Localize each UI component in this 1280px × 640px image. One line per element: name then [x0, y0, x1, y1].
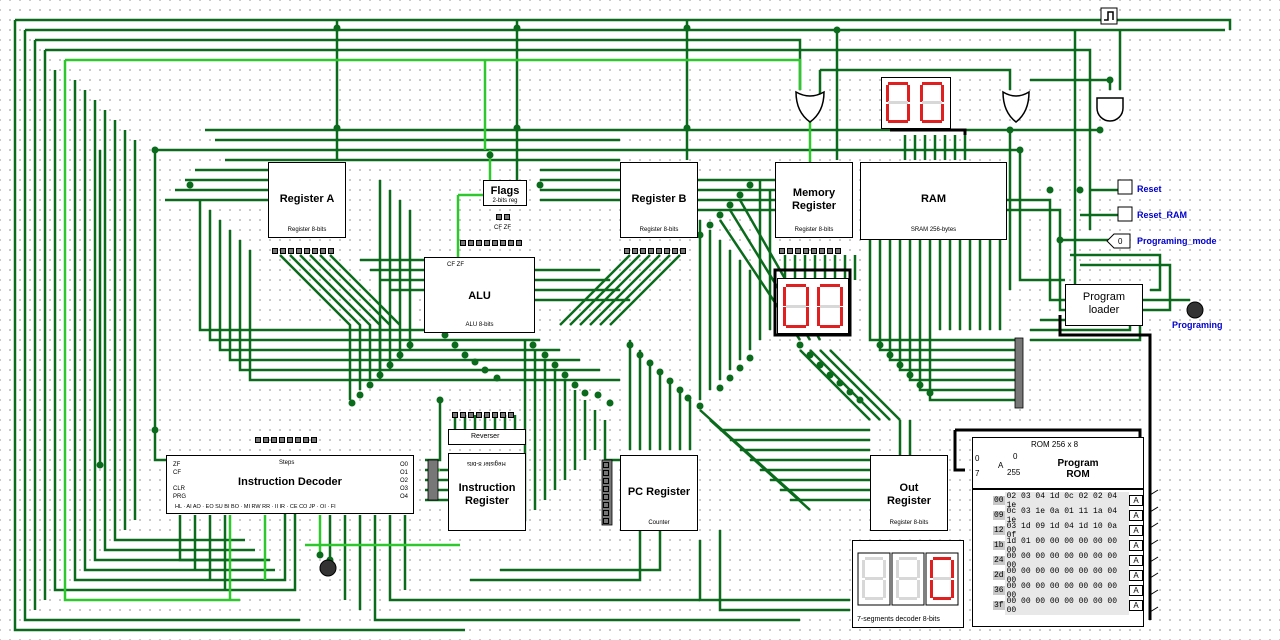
instruction-register-title-2: Register — [464, 495, 510, 507]
flags-subtitle: 2-bits reg — [492, 198, 518, 204]
decoder-control-signals: HL · AI AO · EO SU BI BO · MI RW RR · II… — [175, 504, 336, 510]
reverser-pins — [452, 412, 514, 418]
reset-label: Reset — [1137, 184, 1162, 194]
rom-addr-lo: 0 — [1013, 452, 1018, 461]
out-register-subtitle: Register 8-bits — [889, 520, 929, 526]
register-b-subtitle: Register 8-bits — [639, 227, 679, 233]
programing-mode-input-icon[interactable] — [1106, 233, 1131, 249]
top-display-digits — [886, 82, 944, 123]
programing-mode-value: 0 — [1118, 237, 1123, 246]
decoder-pin-o4: O4 — [399, 494, 408, 500]
memory-seven-segment-display — [777, 278, 849, 334]
top-seven-segment-display — [881, 77, 951, 129]
ram-subtitle: SRAM 256-bytes — [910, 227, 957, 233]
reset-ram-input-icon[interactable] — [1117, 206, 1133, 222]
memory-register-subtitle: Register 8-bits — [794, 227, 834, 233]
rom-pin-a: A — [998, 461, 1004, 470]
program-loader-title-1: Program — [1082, 291, 1126, 303]
register-b-pins — [624, 248, 686, 254]
decoder-pin-o2: O2 — [399, 478, 408, 484]
pc-register-title: PC Register — [627, 486, 691, 498]
memory-register-pins — [779, 248, 841, 254]
alu-title: ALU — [468, 290, 491, 302]
reset-ram-label: Reset_RAM — [1137, 210, 1188, 220]
rom-pin-in-7: 7 — [975, 469, 980, 478]
decoder-pin-clr: CLR — [173, 486, 186, 492]
alu-pins — [460, 240, 522, 246]
rom-header: ROM 256 x 8 — [1031, 440, 1079, 449]
program-loader-title-2: loader — [1088, 304, 1120, 316]
clock-icon[interactable] — [1100, 7, 1118, 25]
ram[interactable]: RAM SRAM 256-bytes — [860, 162, 1007, 240]
pc-register-subtitle: Counter — [648, 520, 670, 526]
decoder-pin-zf: ZF — [173, 462, 181, 468]
instruction-register-subtitle-mirrored: Register 8-bits — [467, 460, 506, 466]
memory-register-title-1: Memory — [792, 187, 836, 199]
reset-input-icon[interactable] — [1117, 179, 1133, 195]
register-a-pins — [272, 248, 334, 254]
programing-led-icon — [1186, 301, 1204, 319]
register-a[interactable]: Register A Register 8-bits — [268, 162, 346, 238]
decoder-pin-o0: O0 — [399, 462, 408, 468]
alu[interactable]: CF ZF ALU ALU 8-bits — [424, 257, 535, 333]
register-a-subtitle: Register 8-bits — [287, 227, 327, 233]
flags-bits-label: CF ZF — [494, 225, 511, 231]
program-rom[interactable]: ROM 256 x 8 0 255 A 0 7 Program ROM — [972, 437, 1144, 489]
or-gate-icon — [795, 90, 825, 123]
reverser-title: Reverser — [471, 433, 500, 440]
decoder-steps-label: Steps — [279, 460, 295, 466]
register-a-title: Register A — [279, 193, 335, 205]
flags-register[interactable]: Flags 2-bits reg — [483, 180, 527, 206]
rom-pin-in-0: 0 — [975, 454, 980, 463]
programing-mode-label: Programing_mode — [1137, 236, 1217, 246]
rom-addr-hi: 255 — [1007, 468, 1021, 477]
instruction-register-title-1: Instruction — [458, 482, 516, 494]
seven-segment-decoder-label: 7-segments decoder 8-bits — [857, 616, 940, 623]
programing-label: Programing — [1172, 320, 1223, 330]
decoder-title: Instruction Decoder — [238, 476, 342, 488]
ram-title: RAM — [920, 193, 947, 205]
out-display-digits — [857, 552, 959, 606]
memory-register-title-2: Register — [791, 200, 837, 212]
flags-pins — [496, 214, 510, 220]
register-b-title: Register B — [631, 193, 687, 205]
decoder-steps-pins — [255, 437, 317, 443]
alu-flags-label: CF ZF — [447, 262, 464, 268]
instruction-register[interactable]: Register 8-bits Instruction Register — [448, 453, 526, 531]
halt-led-icon — [319, 559, 337, 577]
decoder-pin-cf: CF — [173, 470, 181, 476]
decoder-pin-prg: PRG — [173, 494, 187, 500]
pc-register[interactable]: PC Register Counter — [620, 455, 698, 531]
or-gate-icon — [1002, 90, 1030, 123]
rom-title-2: ROM — [1066, 469, 1090, 480]
out-register-title-1: Out — [899, 482, 919, 494]
pc-register-pins — [603, 462, 609, 524]
rom-title-1: Program — [1057, 458, 1099, 469]
memory-register[interactable]: Memory Register Register 8-bits — [775, 162, 853, 238]
reverser[interactable]: Reverser — [448, 429, 526, 445]
instruction-decoder[interactable]: Steps Instruction Decoder ZF CF CLR PRG … — [166, 455, 414, 514]
decoder-pin-o3: O3 — [399, 486, 408, 492]
out-register[interactable]: Out Register Register 8-bits — [870, 455, 948, 531]
alu-subtitle: ALU 8-bits — [465, 322, 494, 328]
seven-segment-decoder: 7-segments decoder 8-bits — [852, 540, 964, 628]
flags-title: Flags — [490, 185, 520, 197]
program-loader[interactable]: Program loader — [1065, 284, 1143, 326]
memory-display-digits — [783, 284, 843, 328]
register-b[interactable]: Register B Register 8-bits — [620, 162, 698, 238]
and-gate-icon — [1096, 97, 1124, 122]
decoder-pin-o1: O1 — [399, 470, 408, 476]
out-register-title-2: Register — [886, 495, 932, 507]
